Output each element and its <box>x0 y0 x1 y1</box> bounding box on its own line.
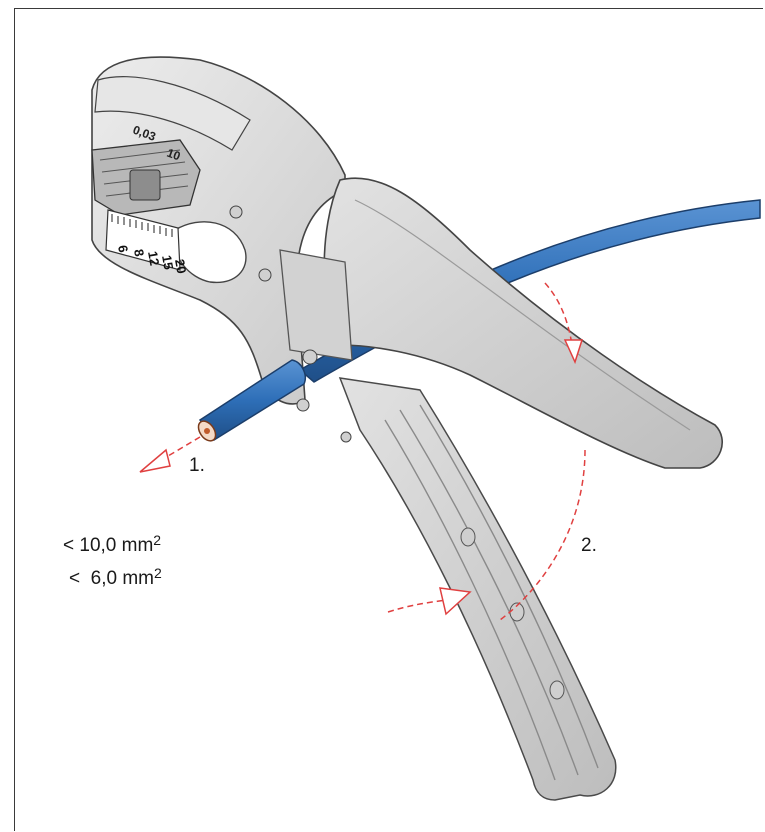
arrow-press-line <box>544 282 573 346</box>
body-rivet-1 <box>229 205 243 219</box>
spec-2-prefix: < <box>69 568 91 589</box>
scale-digit-5: 20 <box>172 258 189 275</box>
body-rivet-2 <box>258 268 272 282</box>
side-plate <box>279 249 353 361</box>
spec-1-sup: 2 <box>153 532 162 548</box>
arrow-pull-head <box>139 448 171 473</box>
scale-digit-4: 15 <box>159 254 176 271</box>
page-frame <box>14 8 763 831</box>
body-rivet-5 <box>340 431 352 443</box>
jaw-opening <box>173 221 247 284</box>
cable-stub <box>198 359 306 442</box>
release-lever <box>129 169 161 201</box>
lower-handle <box>338 377 617 801</box>
scale-digit-1: 6 <box>115 244 131 254</box>
spec-line-1: < 10,0 mm2 <box>63 532 161 557</box>
spec-2-sup: 2 <box>154 565 162 581</box>
scale-digit-2: 8 <box>131 248 147 258</box>
handle-rivet-3 <box>549 680 565 700</box>
scale-digit-3: 12 <box>145 250 162 267</box>
spec-2-value: 6,0 mm <box>90 568 155 589</box>
step-1-label: 1. <box>189 455 205 476</box>
arrow-return-head <box>439 587 472 616</box>
top-cap <box>94 76 251 151</box>
spec-1-value: 10,0 mm <box>79 535 154 556</box>
spec-1-prefix: < <box>63 535 80 556</box>
handle-rivet-1 <box>460 527 476 547</box>
step-2-label: 2. <box>581 535 597 556</box>
arrow-return-line <box>387 599 447 613</box>
arrow-press-head <box>563 339 584 365</box>
cap-marking-2: 10 <box>165 146 183 164</box>
body-rivet-4 <box>296 398 310 412</box>
body-rivet-3 <box>302 349 318 365</box>
spec-line-2: < 6,0 mm2 <box>69 565 162 590</box>
